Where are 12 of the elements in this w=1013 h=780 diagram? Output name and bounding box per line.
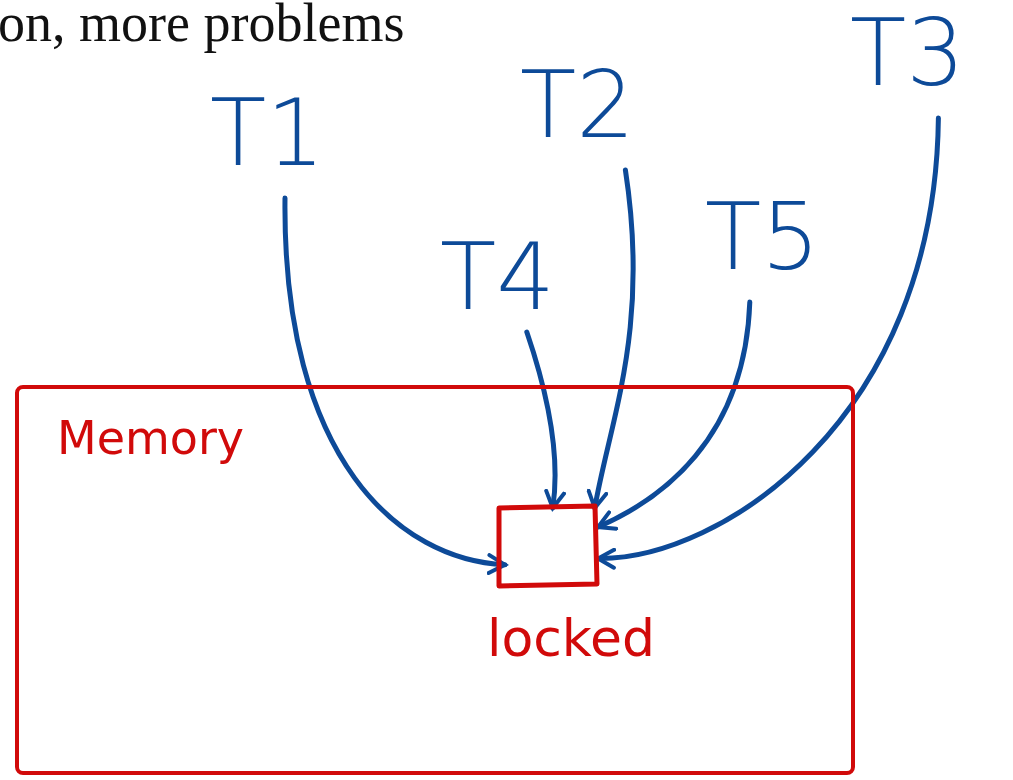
arrow	[595, 299, 753, 531]
memory-box	[15, 385, 855, 775]
caption-label: locked	[487, 608, 656, 668]
thread-label: T3	[850, 8, 1013, 118]
thread-label: T2	[520, 60, 690, 170]
thread-label: T4	[440, 232, 580, 332]
arrow	[524, 329, 566, 511]
thread-label: T1	[210, 88, 360, 198]
thread-label: T5	[705, 192, 865, 302]
memory-label: Memory	[57, 411, 245, 465]
arrow	[282, 195, 508, 574]
page-title: on, more problems	[0, 0, 405, 54]
